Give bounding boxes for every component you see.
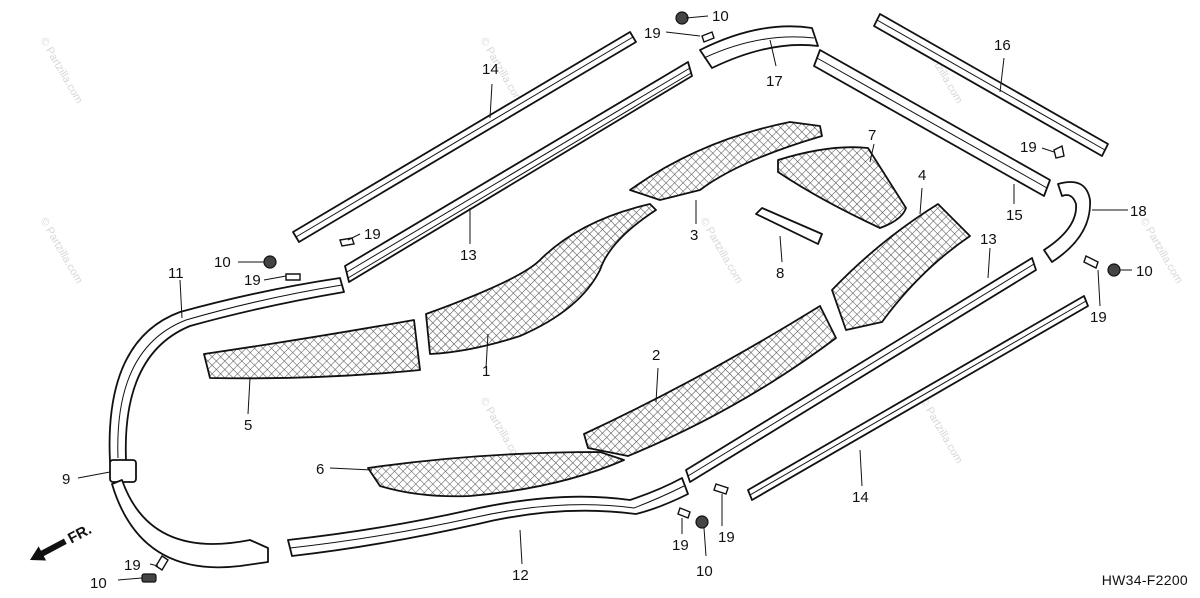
callout-labels: 10 19 17 14 16 19 15 18 10 19 7 4 3 8 13… — [62, 8, 1153, 592]
callout-19: 19 — [1020, 139, 1037, 156]
part-9-joint — [109, 459, 137, 483]
callout-10: 10 — [214, 254, 231, 271]
part-7-mat — [777, 146, 907, 229]
front-arrow-icon — [30, 538, 67, 561]
watermark-text: © Partzilla.com — [37, 216, 84, 286]
fasteners — [141, 11, 1121, 583]
callout-11: 11 — [168, 265, 184, 282]
part-6-mat — [367, 451, 625, 498]
cap-10-left — [263, 255, 277, 269]
callout-8: 8 — [776, 265, 784, 282]
callout-14: 14 — [852, 489, 869, 506]
callout-19: 19 — [672, 537, 689, 554]
part-1-mat — [425, 203, 657, 355]
cap-10-front — [141, 573, 157, 583]
clip-19-lower-a — [713, 483, 729, 495]
callout-19: 19 — [718, 529, 735, 546]
part-15-rail-right — [813, 49, 1051, 197]
part-5-mat — [203, 319, 421, 380]
callout-12: 12 — [512, 567, 529, 584]
front-arrow-label: FR. — [65, 521, 94, 547]
callout-10: 10 — [1136, 263, 1153, 280]
watermark-text: © Partzilla.com — [37, 36, 84, 106]
callout-10: 10 — [696, 563, 713, 580]
callout-10: 10 — [90, 575, 107, 592]
callout-14: 14 — [482, 61, 499, 78]
callout-13: 13 — [980, 231, 997, 248]
part-4-mat — [831, 203, 971, 331]
part-3-mat — [629, 121, 823, 201]
callout-1: 1 — [482, 363, 490, 380]
clip-19-mid — [339, 237, 355, 247]
diagram-code: HW34-F2200 — [1101, 572, 1188, 588]
clip-19-right — [1083, 255, 1099, 269]
callout-5: 5 — [244, 417, 252, 434]
callout-7: 7 — [868, 127, 876, 144]
part-11-front-guard — [108, 277, 345, 463]
front-arrow: FR. — [30, 521, 94, 561]
callout-18: 18 — [1130, 203, 1147, 220]
callout-10: 10 — [712, 8, 729, 25]
leader-lines — [77, 15, 1132, 581]
cap-10-lower — [695, 515, 709, 529]
callout-13: 13 — [460, 247, 477, 264]
callout-17: 17 — [766, 73, 783, 90]
part-8-pad — [755, 207, 823, 245]
callout-15: 15 — [1006, 207, 1023, 224]
watermark-text: © Partzilla.com — [917, 396, 964, 466]
callout-19: 19 — [244, 272, 261, 289]
callout-2: 2 — [652, 347, 660, 364]
callout-19: 19 — [1090, 309, 1107, 326]
callout-9: 9 — [62, 471, 70, 488]
callout-6: 6 — [316, 461, 324, 478]
clip-19-front — [155, 555, 169, 571]
callout-19: 19 — [364, 226, 381, 243]
callout-16: 16 — [994, 37, 1011, 54]
part-13-rail-lower — [685, 257, 1037, 483]
part-14-rail-lower — [747, 295, 1089, 501]
clip-19-left — [285, 273, 301, 281]
watermark-text: © Partzilla.com — [697, 216, 744, 286]
part-13-rail-left — [344, 61, 693, 283]
part-12-lower-guard — [111, 477, 689, 569]
callout-4: 4 — [918, 167, 926, 184]
callout-19: 19 — [644, 25, 661, 42]
clip-19-lower-b — [677, 507, 691, 519]
part-16-rail-right — [873, 13, 1109, 157]
callout-19: 19 — [124, 557, 141, 574]
part-17-rear-guard — [699, 25, 819, 69]
clip-19-right-upper — [1053, 144, 1065, 159]
clip-19-top — [701, 31, 715, 43]
part-2-mat — [583, 305, 837, 457]
callout-3: 3 — [690, 227, 698, 244]
cap-10-right — [1107, 263, 1121, 277]
part-14-rail-left — [292, 31, 637, 243]
part-18-corner-guard — [1043, 181, 1091, 263]
